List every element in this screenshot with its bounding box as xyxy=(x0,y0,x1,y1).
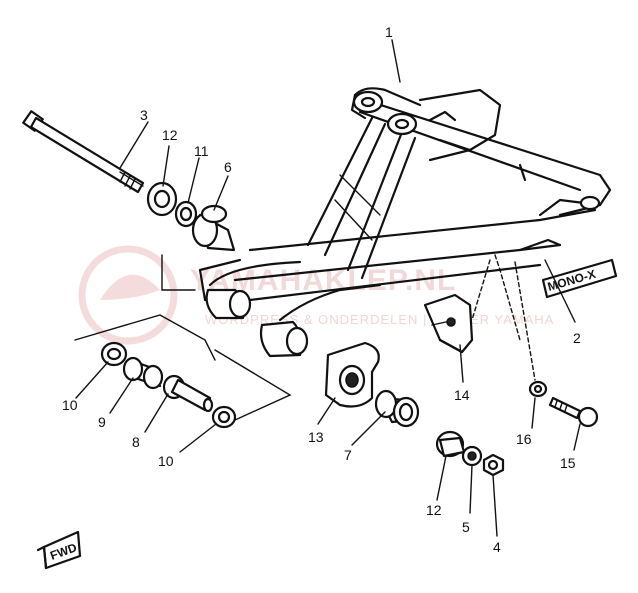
bracket-part-14 xyxy=(423,293,474,354)
callout-7: 7 xyxy=(344,447,352,463)
callout-16: 16 xyxy=(516,431,532,447)
shock-bracket-part-13 xyxy=(324,341,380,408)
bushing-part-9 xyxy=(122,356,164,390)
callout-1: 1 xyxy=(385,24,393,40)
leader-lines xyxy=(75,39,581,537)
bolt-part-15 xyxy=(548,396,599,428)
watermark: YAMAHAKLEP.NL WORDPRESS & ONDERDELEN | D… xyxy=(78,245,554,345)
washer-part-16 xyxy=(528,380,548,398)
bushing-part-6 xyxy=(191,204,236,252)
watermark-subtitle: WORDPRESS & ONDERDELEN | DEALER YAMAHA xyxy=(205,312,554,327)
washer-part-11 xyxy=(174,200,198,228)
callout-labels: 1 2 3 4 5 6 7 8 9 10 10 11 12 12 13 14 1… xyxy=(62,24,581,555)
callout-5: 5 xyxy=(462,519,470,535)
callout-14: 14 xyxy=(454,387,470,403)
callout-3: 3 xyxy=(140,107,148,123)
callout-11: 11 xyxy=(194,143,209,159)
callout-10-lower: 10 xyxy=(158,453,174,469)
callout-10-upper: 10 xyxy=(62,397,78,413)
callout-4: 4 xyxy=(493,539,501,555)
washer-part-12-lower xyxy=(435,430,466,458)
assembly-guide-lines xyxy=(74,254,536,421)
collar-part-10-lower xyxy=(211,405,237,429)
collar-part-10-upper xyxy=(100,341,128,367)
callout-12-lower: 12 xyxy=(426,502,442,518)
callout-12-upper: 12 xyxy=(162,127,178,143)
callout-8: 8 xyxy=(132,434,140,450)
swingarm-part-1 xyxy=(198,87,612,322)
callout-6: 6 xyxy=(224,159,232,175)
watermark-logo-icon xyxy=(78,245,178,345)
fwd-arrow: FWD xyxy=(36,530,82,570)
callout-15: 15 xyxy=(560,455,576,471)
pivot-shaft-part-3 xyxy=(22,110,145,194)
callout-2: 2 xyxy=(573,330,581,346)
bushing-part-7 xyxy=(374,389,420,428)
pivot-bosses xyxy=(205,288,309,358)
callout-13: 13 xyxy=(308,429,324,445)
nut-part-4 xyxy=(482,453,505,477)
watermark-helmet-icon xyxy=(100,274,160,300)
spacer-part-8 xyxy=(162,374,214,413)
washer-part-5 xyxy=(461,445,483,467)
washer-part-12-upper xyxy=(146,181,178,217)
callout-9: 9 xyxy=(98,414,106,430)
